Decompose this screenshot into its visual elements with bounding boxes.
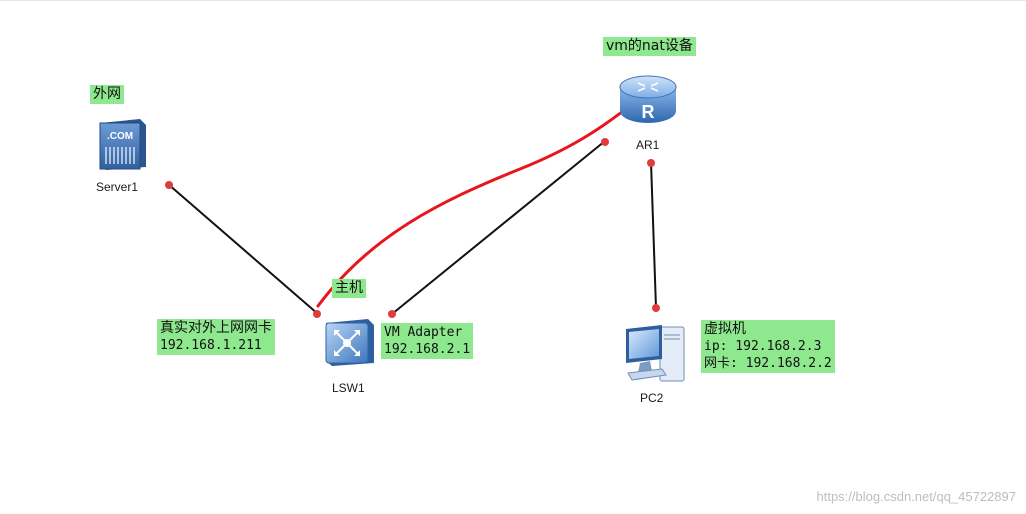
annotation-red-stroke: [316, 106, 629, 308]
ar1-device[interactable]: R: [616, 73, 680, 127]
port-dot-ar1-left: [601, 138, 609, 146]
server-icon: .COM: [99, 119, 146, 170]
ar1-label: AR1: [636, 138, 660, 152]
label-vm-nic: 网卡: 192.168.2.2: [704, 356, 832, 371]
label-vm-adapter-title: VM Adapter: [384, 325, 463, 340]
label-vm-adapter-ip: 192.168.2.1: [384, 342, 471, 357]
label-vm: 虚拟机 ip: 192.168.2.3 网卡: 192.168.2.2: [701, 320, 835, 373]
server1-device[interactable]: .COM: [96, 117, 148, 171]
port-dot-lsw1-left: [313, 310, 321, 318]
port-dot-pc2: [652, 304, 660, 312]
pc-icon: [626, 325, 685, 382]
label-host: 主机: [332, 279, 366, 298]
lsw1-label: LSW1: [332, 381, 365, 395]
server1-label: Server1: [96, 180, 139, 194]
label-real-nic-ip: 192.168.1.211: [160, 338, 262, 353]
label-real-nic-title: 真实对外上网网卡: [160, 320, 272, 336]
switch-icon: [325, 319, 374, 366]
label-vm-nat-text: vm的nat设备: [606, 38, 693, 54]
svg-text:R: R: [642, 102, 655, 122]
port-dot-ar1-bottom: [647, 159, 655, 167]
label-host-text: 主机: [335, 280, 363, 296]
router-icon: R: [619, 75, 677, 123]
port-dot-lsw1-right: [388, 310, 396, 318]
lsw1-device[interactable]: [324, 317, 376, 367]
watermark: https://blog.csdn.net/qq_45722897: [816, 489, 1017, 504]
label-vm-ip: ip: 192.168.2.3: [704, 339, 822, 354]
pc2-device[interactable]: [622, 323, 688, 385]
link-server1-lsw1: [167, 183, 319, 315]
label-vm-adapter: VM Adapter 192.168.2.1: [381, 323, 474, 359]
pc2-label: PC2: [640, 391, 664, 405]
label-vm-title: 虚拟机: [704, 321, 746, 337]
label-external-net-text: 外网: [93, 86, 121, 102]
link-ar1-pc2: [650, 161, 657, 309]
label-vm-nat: vm的nat设备: [603, 37, 696, 56]
label-real-nic: 真实对外上网网卡 192.168.1.211: [157, 319, 275, 355]
port-dot-server1: [165, 181, 173, 189]
label-external-net: 外网: [90, 85, 124, 104]
link-lsw1-ar1: [391, 140, 606, 315]
svg-text:.COM: .COM: [107, 131, 133, 142]
